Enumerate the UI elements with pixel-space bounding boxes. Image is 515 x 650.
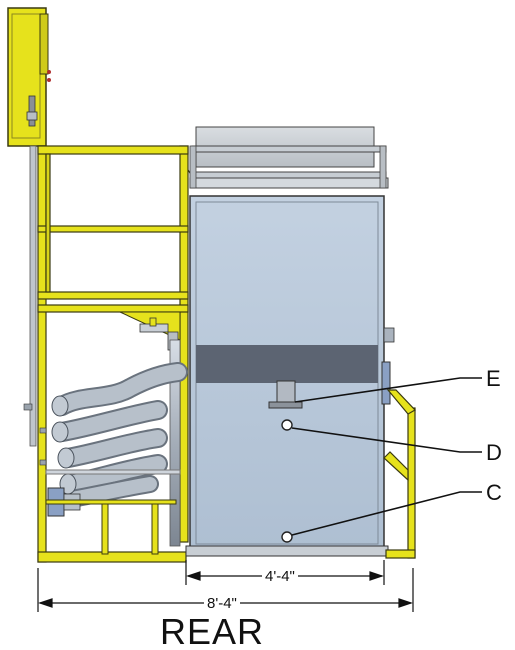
callout-d: D: [486, 440, 502, 465]
lower-frame-rails: [45, 469, 181, 475]
view-title: REAR: [160, 611, 265, 650]
callout-leaders: [291, 377, 482, 536]
callout-c: C: [486, 480, 502, 505]
control-panel: [7, 7, 51, 147]
callout-e: E: [486, 366, 501, 391]
supply-pipe: [169, 339, 181, 547]
inner-width-label: 4'-4": [262, 569, 298, 584]
right-railing: [383, 389, 416, 559]
tank: [185, 126, 395, 557]
side-fittings: [23, 403, 47, 466]
yellow-frame: [37, 145, 189, 563]
conduit: [29, 145, 37, 447]
overall-width-label: 8'-4": [204, 596, 240, 611]
lower-frame: [45, 499, 177, 555]
coil-pipes: [52, 362, 188, 509]
